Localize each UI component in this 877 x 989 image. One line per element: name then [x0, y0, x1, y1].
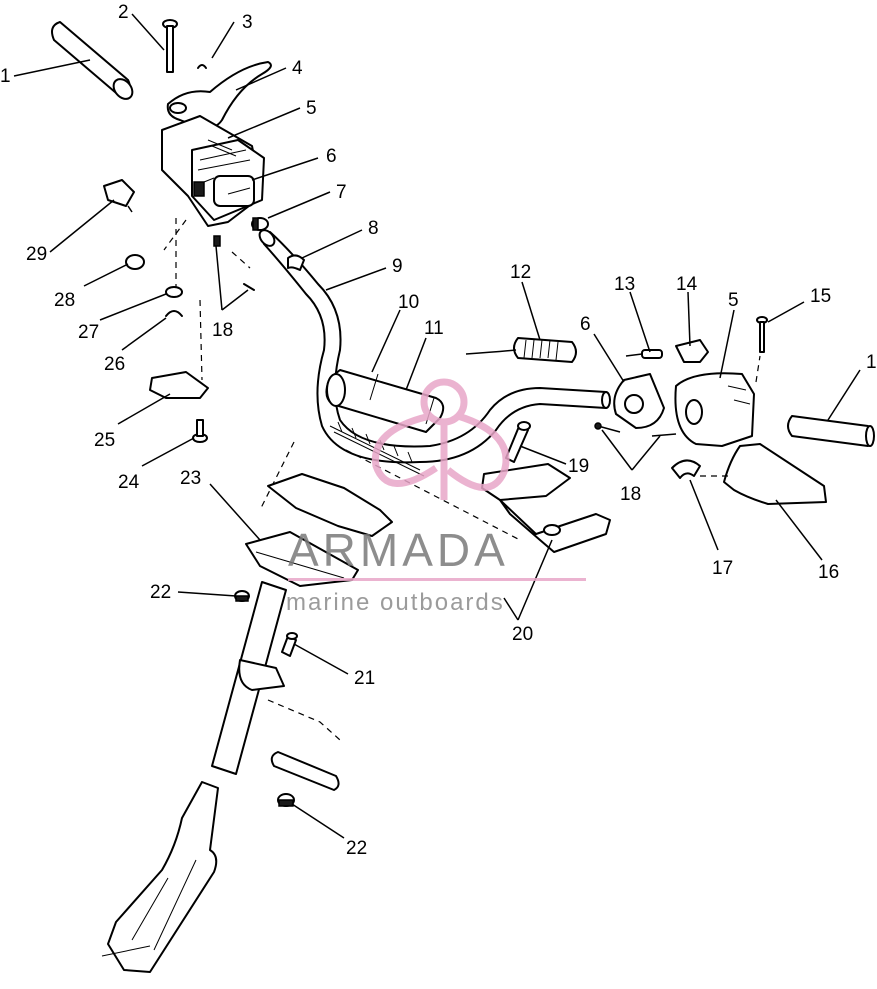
callout-28: 28: [54, 290, 75, 311]
callout-14: 14: [676, 274, 698, 295]
callout-20: 20: [512, 624, 533, 645]
callout-19: 19: [568, 456, 589, 477]
callout-27: 27: [78, 322, 99, 343]
callout-18-left: 18: [212, 320, 233, 341]
callout-16: 16: [818, 562, 839, 583]
right-housing-5: [674, 372, 755, 447]
bolt-19: [505, 421, 531, 463]
callout-7: 7: [336, 182, 347, 203]
spacer-tube: [270, 751, 340, 791]
callout-26: 26: [104, 354, 125, 375]
callout-4: 4: [292, 58, 303, 79]
watermark-subtitle: marine outboards: [286, 589, 505, 616]
clip-26: [165, 310, 183, 317]
callout-1-left: 1: [0, 66, 11, 87]
left-switch-housing: [161, 115, 265, 227]
plate-25: [149, 371, 209, 399]
watermark-rule: [288, 578, 586, 581]
watermark-logo-icon: [371, 378, 510, 500]
callout-18-right: 18: [620, 484, 641, 505]
washer-27: [165, 286, 183, 298]
callout-17: 17: [712, 558, 733, 579]
callout-11: 11: [424, 318, 444, 339]
callout-24: 24: [118, 472, 140, 493]
clip-17: [671, 459, 701, 479]
callout-15: 15: [810, 286, 831, 307]
right-pin-15: [756, 316, 768, 353]
right-switch-part-13: [625, 349, 663, 359]
callout-21: 21: [354, 668, 375, 689]
guide-line-5: [267, 699, 341, 741]
callout-25: 25: [94, 430, 115, 451]
callout-10: 10: [398, 292, 419, 313]
guide-line-2: [259, 441, 295, 511]
callout-3: 3: [242, 12, 253, 33]
pivot-pin: [162, 19, 178, 73]
right-handlebar-grip: [787, 415, 875, 447]
callout-22-lower: 22: [346, 838, 367, 859]
screw-21: [281, 632, 298, 657]
leader-lines: [13, 13, 861, 839]
callout-8: 8: [368, 218, 379, 239]
callout-5-right: 5: [728, 290, 739, 311]
clip-ring: [197, 64, 207, 69]
callout-9: 9: [392, 256, 403, 277]
callout-6-left: 6: [326, 146, 337, 167]
armada-watermark: ARMADA marine outboards: [286, 378, 586, 616]
throttle-connector: [251, 217, 269, 231]
callout-13: 13: [614, 274, 635, 295]
steering-post-clamp: [245, 473, 393, 587]
screw-18-left: [213, 235, 255, 291]
callout-2: 2: [118, 2, 129, 23]
left-handlebar-grip: [51, 21, 134, 100]
watermark-title: ARMADA: [288, 524, 509, 576]
handlebar-tube: [258, 229, 611, 464]
steering-post: [101, 581, 287, 973]
callout-6-right: 6: [580, 314, 591, 335]
right-throttle-bracket-6: [613, 373, 665, 429]
hand-warmer-element: [465, 337, 577, 363]
guide-line-6: [755, 355, 761, 383]
callout-22-upper: 22: [150, 582, 171, 603]
nut-22-upper: [234, 590, 250, 602]
callout-23: 23: [180, 468, 201, 489]
cap-28: [125, 254, 145, 270]
screw-18-right: [597, 425, 677, 437]
callout-numbers: 1 2 3 4 5 6 7 8 9 10 11 12 13 14 5 15 1 …: [0, 2, 877, 859]
lever-16: [700, 443, 827, 505]
callout-5-left: 5: [306, 98, 317, 119]
nut-22-lower: [277, 793, 295, 807]
callout-12: 12: [510, 262, 531, 283]
callout-29: 29: [26, 244, 47, 265]
switch-29: [103, 179, 135, 213]
brake-lever: [166, 61, 272, 129]
guide-line-4: [163, 219, 251, 269]
callout-1-right: 1: [866, 352, 877, 373]
guide-line-3: [175, 218, 203, 381]
right-switch-part-14: [675, 339, 709, 363]
bolt-24: [192, 419, 208, 443]
tube-clamp: [287, 254, 305, 271]
